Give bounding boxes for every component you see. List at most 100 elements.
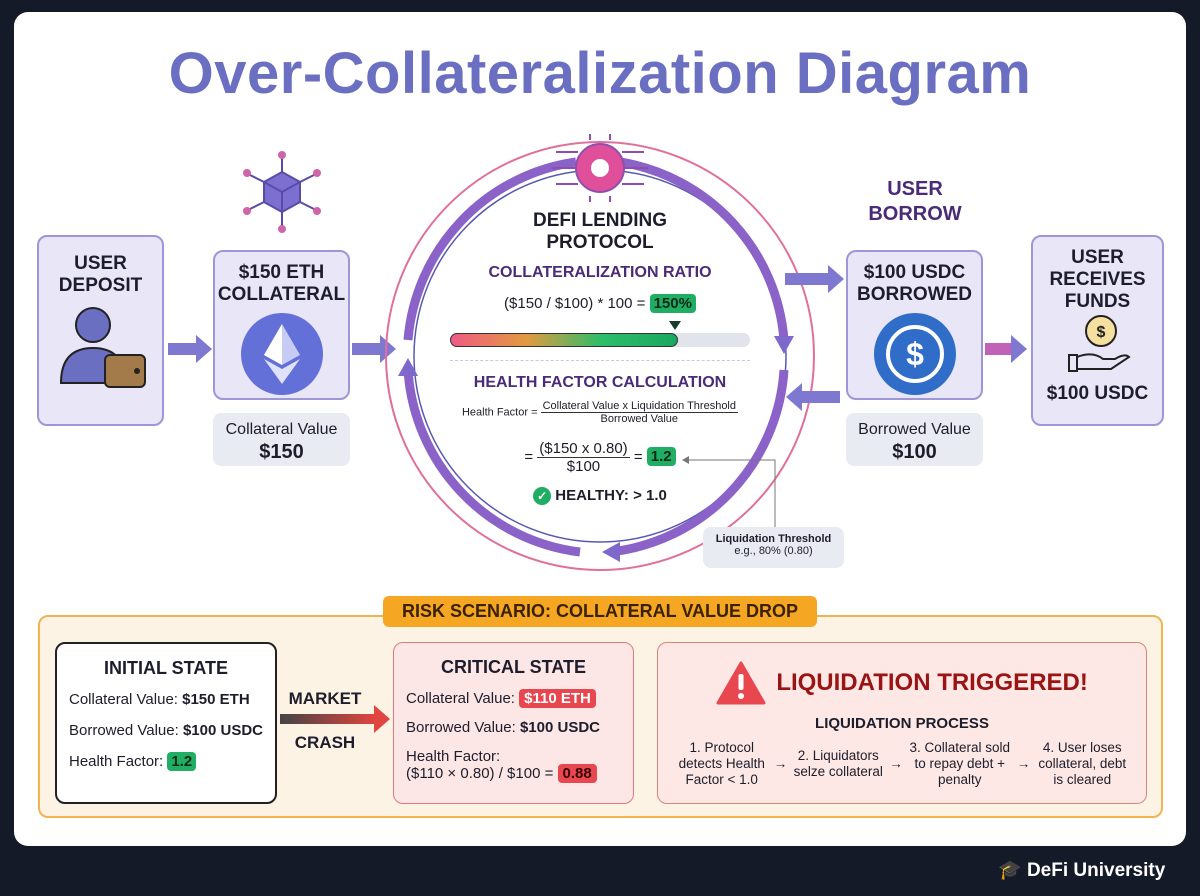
value: $100 USDC xyxy=(519,719,601,736)
receives-label: USER xyxy=(1071,247,1124,268)
borrowed-value-label: Borrowed Value xyxy=(858,421,971,438)
liquidation-threshold-box: Liquidation Threshold e.g., 80% (0.80) xyxy=(703,527,844,568)
calc-numerator: ($150 x 0.80) xyxy=(537,440,630,458)
flow-arrow xyxy=(168,335,212,363)
value: $110 ETH xyxy=(519,689,596,708)
label: Borrowed Value: xyxy=(69,722,179,739)
ratio-pointer xyxy=(669,321,681,330)
critical-health-formula: ($110 × 0.80) / $100 = 0.88 xyxy=(406,764,633,783)
borrow-label: BORROW xyxy=(868,203,962,225)
borrowed-value: $100 xyxy=(892,441,937,463)
step-arrow: → xyxy=(889,756,903,771)
crash-arrow xyxy=(280,705,390,733)
ratio-progress-bar xyxy=(450,333,750,347)
ethereum-icon xyxy=(240,313,323,395)
health-factor-badge: 1.2 xyxy=(646,447,676,467)
receives-label: FUNDS xyxy=(1064,291,1131,312)
protocol-title: DEFI LENDING PROTOCOL xyxy=(480,210,720,254)
protocol-label: DEFI LENDING xyxy=(532,210,668,231)
threshold-value: e.g., 80% (0.80) xyxy=(734,545,813,557)
initial-state-title: INITIAL STATE xyxy=(104,658,228,678)
market-crash-label: MARKET CRASH xyxy=(280,688,370,754)
warning-icon xyxy=(716,661,766,705)
critical-state-box: CRITICAL STATE Collateral Value: $110 ET… xyxy=(393,642,634,804)
equals: = xyxy=(524,448,534,466)
equals: = xyxy=(633,448,643,466)
gear-circuit-icon xyxy=(552,134,648,202)
health-factor-formula: Health Factor = Collateral Value x Liqui… xyxy=(440,400,760,425)
flow-arrow xyxy=(352,335,396,363)
divider xyxy=(450,360,750,361)
collateral-value-label: Collateral Value xyxy=(225,421,338,438)
liquidation-title: LIQUIDATION TRIGGERED! xyxy=(776,669,1088,696)
svg-text:$: $ xyxy=(1096,324,1105,341)
critical-state-title: CRITICAL STATE xyxy=(441,657,586,677)
blockchain-cube-icon xyxy=(243,151,321,233)
critical-borrowed: Borrowed Value: $100 USDC xyxy=(406,719,633,736)
user-receives-box: USER RECEIVES FUNDS $ $100 USDC xyxy=(1031,235,1164,426)
process-step: 4. User loses collateral, debt is cleare… xyxy=(1038,740,1127,787)
process-step: 3. Collateral sold to repay debt + penal… xyxy=(909,740,1011,787)
usdc-icon: $ xyxy=(873,313,956,395)
borrowed-value-box: Borrowed Value $100 xyxy=(846,413,983,466)
user-wallet-icon xyxy=(59,307,146,388)
ratio-heading: COLLATERALIZATION RATIO xyxy=(488,264,712,281)
collateral-value-box: Collateral Value $150 xyxy=(213,413,350,466)
deposit-label: USER xyxy=(74,253,127,274)
received-amount: $100 USDC xyxy=(1046,383,1149,404)
eth-collateral-box: $150 ETH COLLATERAL xyxy=(213,250,350,400)
flow-arrow xyxy=(785,265,844,293)
liquidation-header: LIQUIDATION TRIGGERED! xyxy=(658,661,1146,705)
graduation-cap-icon: 🎓 xyxy=(998,860,1022,881)
process-step: 1. Protocol detects Health Factor < 1.0 xyxy=(678,740,765,787)
ratio-value-badge: 150% xyxy=(649,294,696,313)
borrowed-label: BORROWED xyxy=(856,284,973,305)
flow-arrow xyxy=(985,335,1027,363)
label: Borrowed Value: xyxy=(406,719,516,736)
collateral-label: COLLATERAL xyxy=(217,284,346,305)
process-step: 2. Liquidators selze collateral xyxy=(793,748,883,779)
hf-label: Health Factor = xyxy=(461,406,538,419)
crash-label: MARKET xyxy=(288,689,362,708)
risk-scenario-banner: RISK SCENARIO: COLLATERAL VALUE DROP xyxy=(383,596,817,627)
protocol-cycle-ring xyxy=(385,141,815,571)
threshold-label: Liquidation Threshold xyxy=(715,533,832,545)
label: Health Factor: xyxy=(69,753,164,770)
footer-brand: 🎓 DeFi University xyxy=(998,858,1165,882)
value: $150 ETH xyxy=(182,691,250,708)
brand-name: DeFi University xyxy=(1026,860,1166,881)
hf-numerator: Collateral Value x Liquidation Threshold xyxy=(540,400,738,413)
initial-health-factor: Health Factor: 1.2 xyxy=(69,752,275,771)
page-title: Over-Collateralization Diagram xyxy=(168,41,1032,106)
process-heading: LIQUIDATION PROCESS xyxy=(815,715,989,732)
collateral-label: $150 ETH xyxy=(238,262,325,283)
step-arrow: → xyxy=(1016,756,1031,771)
deposit-label: DEPOSIT xyxy=(58,275,143,296)
critical-collateral: Collateral Value: $110 ETH xyxy=(406,689,633,708)
flow-arrow-back xyxy=(786,383,840,411)
value: $100 USDC xyxy=(182,722,264,739)
collateral-value: $150 xyxy=(259,441,304,463)
formula: ($110 × 0.80) / $100 = xyxy=(406,765,554,782)
protocol-label: PROTOCOL xyxy=(546,232,654,253)
liquidation-box: LIQUIDATION TRIGGERED! LIQUIDATION PROCE… xyxy=(657,642,1147,804)
usdc-borrowed-box: $100 USDC BORROWED $ xyxy=(846,250,983,400)
threshold-connector xyxy=(682,456,776,530)
healthy-status: ✓ HEALTHY: > 1.0 xyxy=(450,487,750,506)
healthy-text: HEALTHY: > 1.0 xyxy=(555,487,667,504)
health-badge: 0.88 xyxy=(557,764,597,783)
ratio-progress-fill xyxy=(450,333,678,347)
process-steps: 1. Protocol detects Health Factor < 1.0 … xyxy=(658,740,1146,788)
borrowed-label: $100 USDC xyxy=(863,262,966,283)
initial-borrowed: Borrowed Value: $100 USDC xyxy=(69,722,275,739)
hand-coin-icon: $ xyxy=(1067,315,1131,372)
label: Collateral Value: xyxy=(406,690,515,707)
health-factor-heading: HEALTH FACTOR CALCULATION xyxy=(473,374,727,391)
health-factor-calc: = ($150 x 0.80)$100 = 1.2 xyxy=(450,440,750,475)
calc-denominator: $100 xyxy=(566,458,601,475)
initial-state-box: INITIAL STATE Collateral Value: $150 ETH… xyxy=(55,642,277,804)
label: Collateral Value: xyxy=(69,691,178,708)
ratio-formula-text: ($150 / $100) * 100 = xyxy=(504,295,646,312)
initial-collateral: Collateral Value: $150 ETH xyxy=(69,691,275,708)
receives-label: RECEIVES xyxy=(1049,269,1146,290)
